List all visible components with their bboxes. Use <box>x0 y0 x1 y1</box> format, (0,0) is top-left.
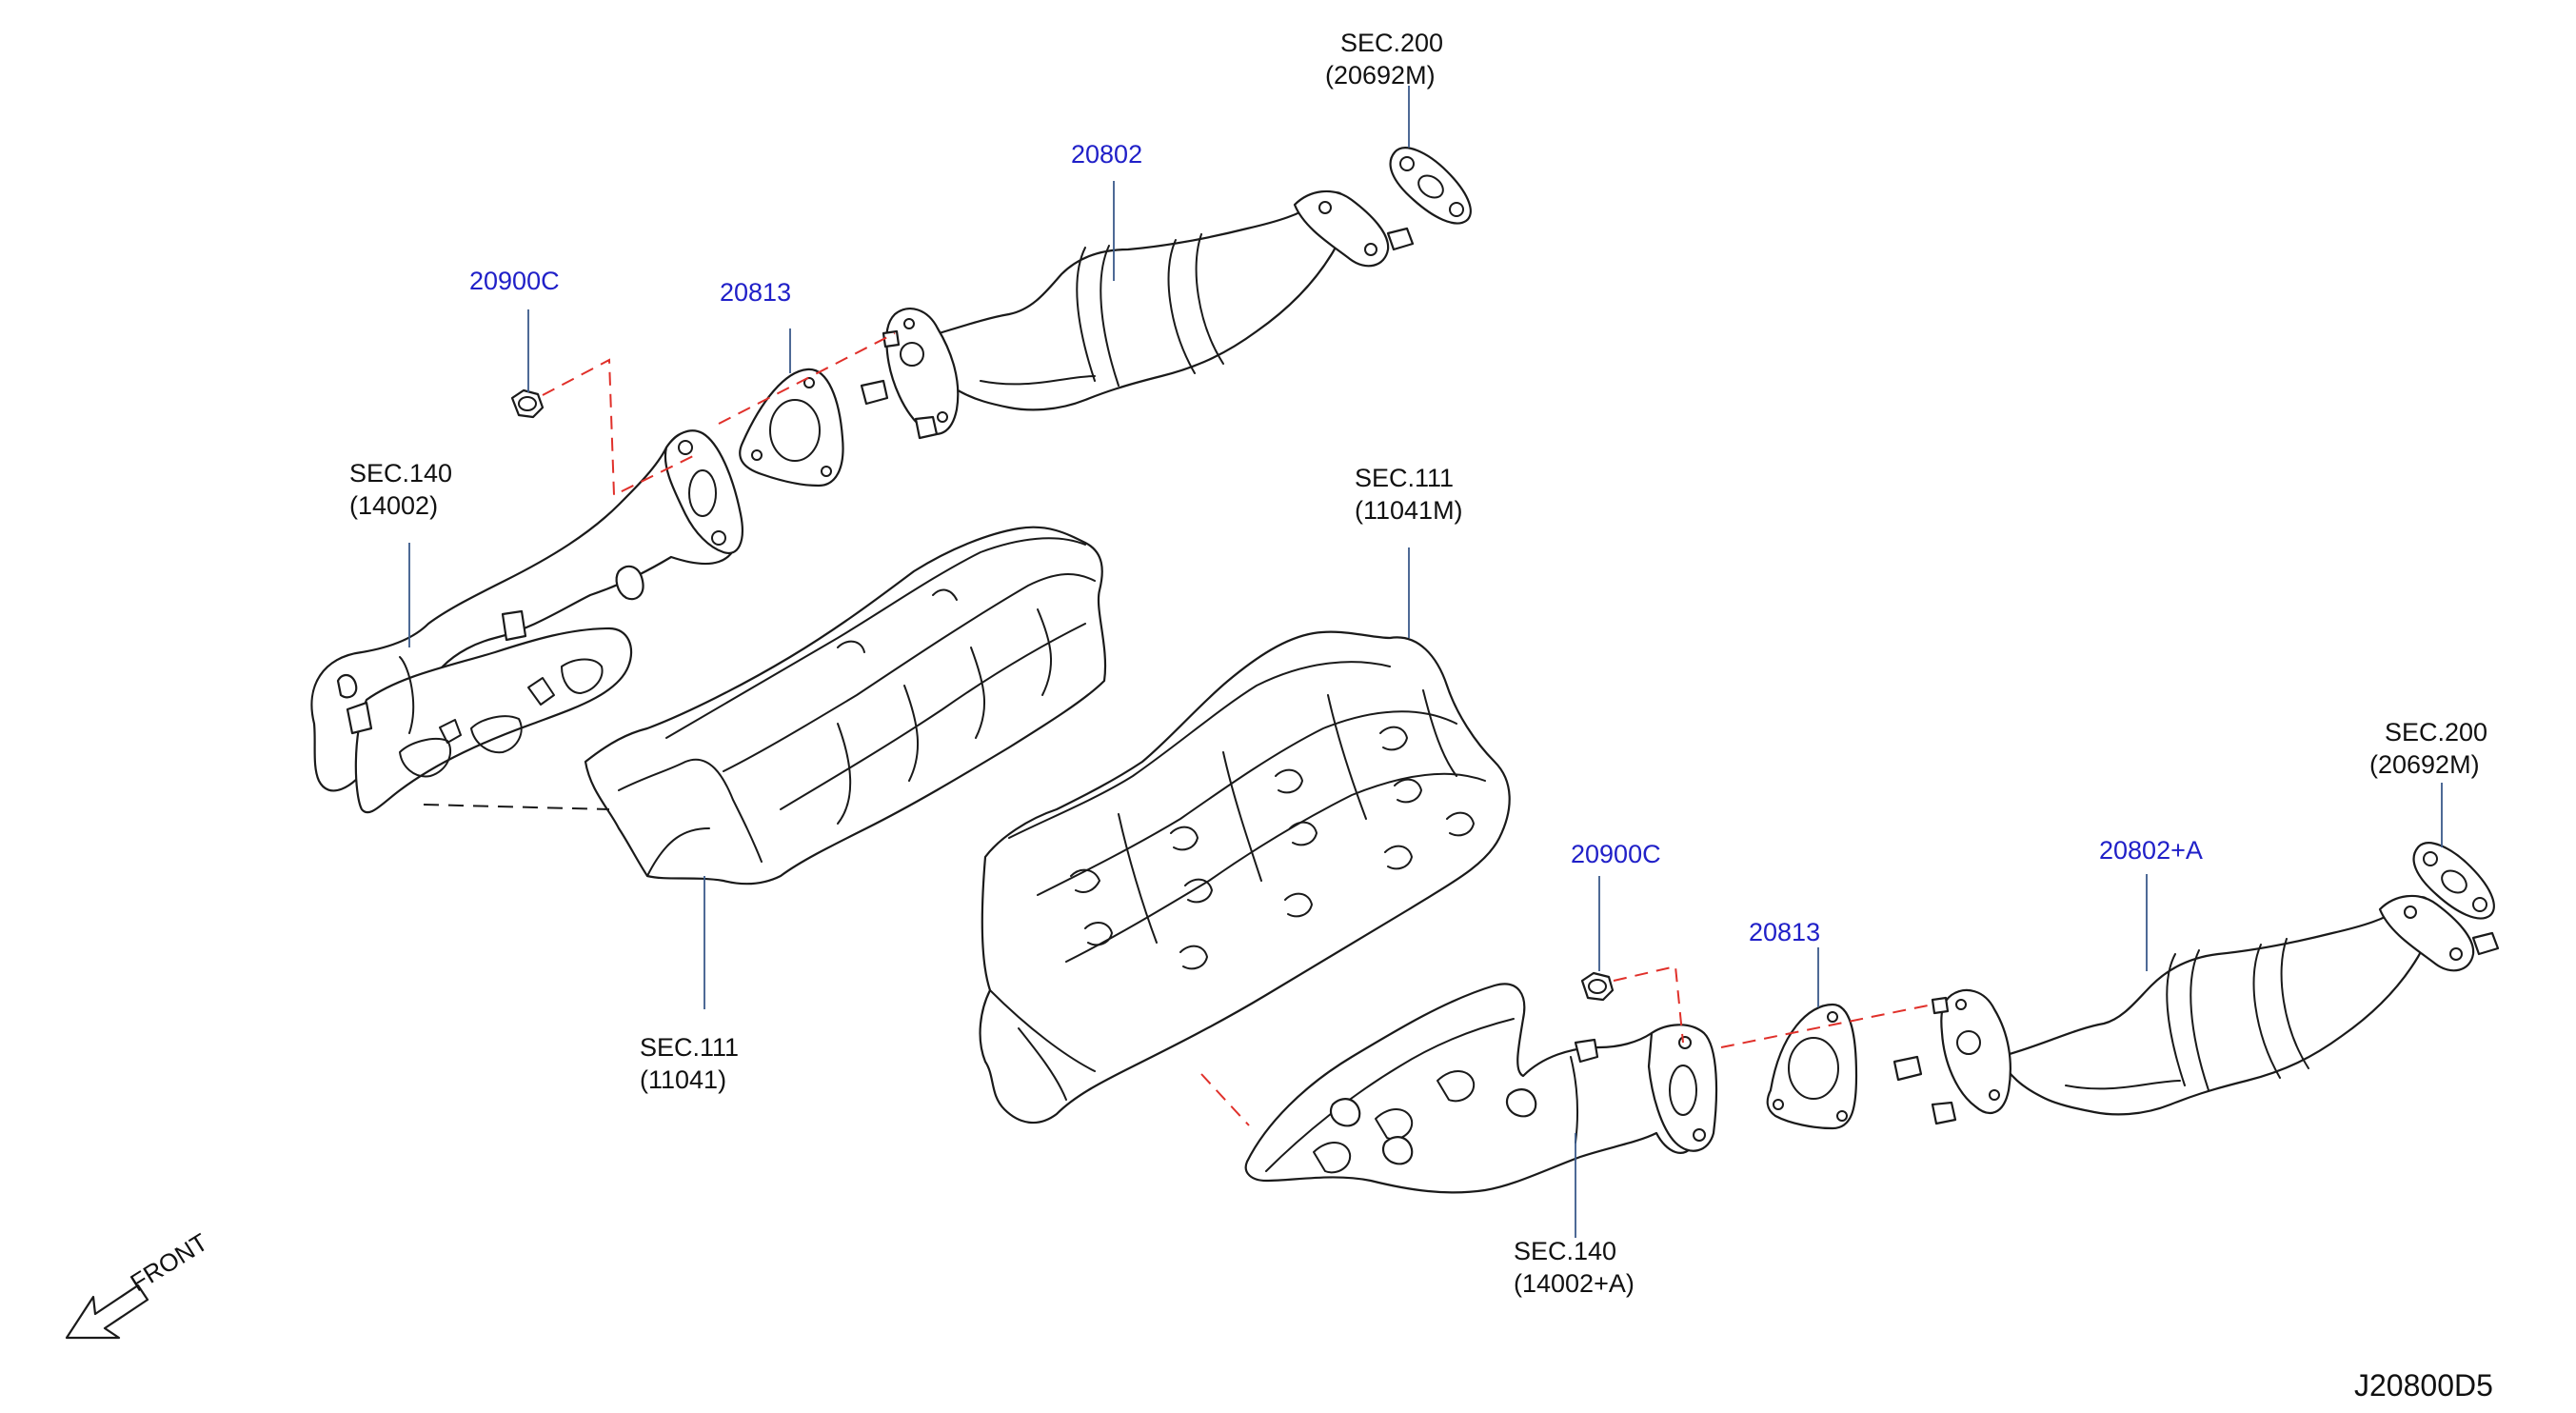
label-line: (20692M) <box>1325 61 1436 90</box>
label-sec111-lower[interactable]: SEC.111 (11041) <box>640 1031 739 1096</box>
leader-lines <box>408 86 2443 1238</box>
exhaust-manifold-right[interactable] <box>1244 983 1718 1194</box>
exhaust-manifold-left[interactable] <box>310 429 743 814</box>
cylinder-head-left[interactable] <box>584 526 1107 886</box>
label-sec111-upper[interactable]: SEC.111 (11041M) <box>1355 462 1463 527</box>
label-line: (20692M) <box>2369 750 2480 779</box>
label-part-20813-top[interactable]: 20813 <box>720 278 792 307</box>
label-line: SEC.140 <box>349 459 453 488</box>
flange-gasket-upper[interactable] <box>739 368 844 488</box>
front-arrow-icon <box>65 1284 149 1340</box>
label-part-20802[interactable]: 20802 <box>1071 140 1143 169</box>
label-line: SEC.200 <box>2385 718 2488 746</box>
catalytic-converter-upper[interactable] <box>860 189 1415 440</box>
label-line: SEC.140 <box>1514 1237 1617 1265</box>
assembly-lines <box>423 332 1933 1126</box>
label-part-20900c-top[interactable]: 20900C <box>469 267 560 295</box>
nut-lower[interactable] <box>1580 971 1615 1002</box>
flange-gasket-lower[interactable] <box>1766 1003 1858 1130</box>
cylinder-head-right[interactable] <box>979 630 1511 1124</box>
label-part-20900c-bottom[interactable]: 20900C <box>1571 840 1661 868</box>
label-line: (11041M) <box>1355 496 1463 525</box>
label-line: (11041) <box>640 1065 727 1094</box>
label-sec200-right[interactable]: SEC.200 (20692M) <box>2369 716 2488 781</box>
label-line: SEC.200 <box>1340 29 1444 57</box>
diagram-reference-code: J20800D5 <box>2354 1368 2493 1403</box>
label-part-20802a[interactable]: 20802+A <box>2099 836 2203 865</box>
label-part-20813-bottom[interactable]: 20813 <box>1749 918 1821 946</box>
label-sec140-left[interactable]: SEC.140 (14002) <box>349 457 452 522</box>
nut-upper[interactable] <box>510 388 545 419</box>
label-sec200-top[interactable]: SEC.200 (20692M) <box>1325 27 1444 91</box>
gasket-top-right[interactable] <box>1389 147 1472 225</box>
label-line: (14002+A) <box>1514 1269 1635 1298</box>
label-line: SEC.111 <box>640 1033 740 1062</box>
catalytic-converter-lower[interactable] <box>1892 894 2500 1125</box>
gasket-right[interactable] <box>2412 842 2495 920</box>
label-sec140-bottom[interactable]: SEC.140 (14002+A) <box>1514 1235 1635 1300</box>
label-line: (14002) <box>349 491 439 520</box>
label-line: SEC.111 <box>1355 464 1455 492</box>
